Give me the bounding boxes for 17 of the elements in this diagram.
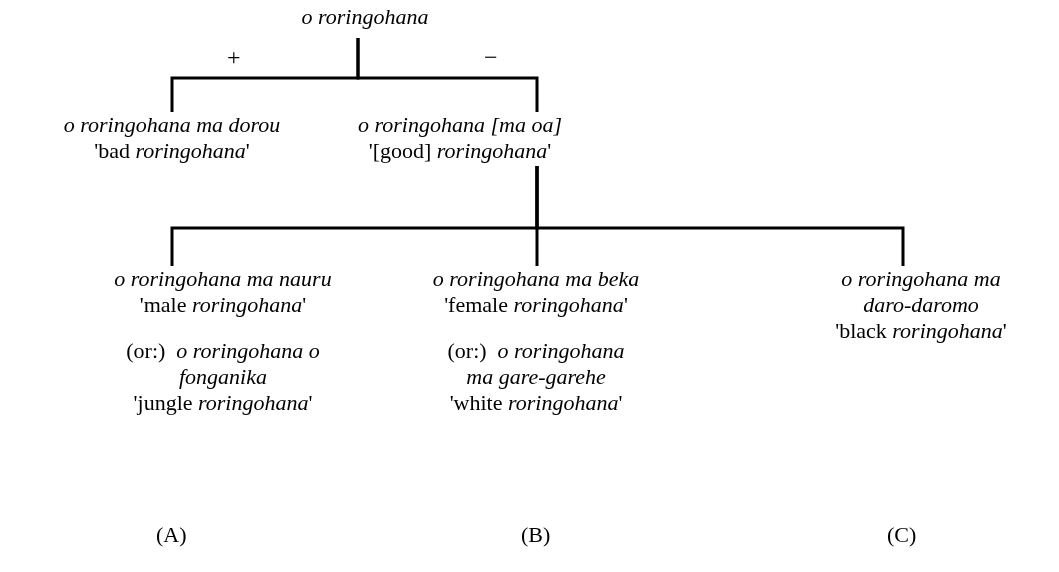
tree-text: 'white roringohana' [449, 390, 623, 416]
tree-connector [356, 38, 539, 112]
tree-text: 'female roringohana' [444, 292, 628, 318]
tree-text: '[good] roringohana' [368, 138, 552, 164]
tree-connector [535, 166, 905, 266]
tree-text: o roringohana ma dorou [63, 112, 281, 138]
column-label: (B) [521, 522, 551, 548]
tree-text: 'black roringohana' [835, 318, 1007, 344]
tree-text: 'bad roringohana' [94, 138, 250, 164]
tree-text: o roringohana ma nauru [114, 266, 332, 292]
tree-text: 'male roringohana' [139, 292, 307, 318]
column-label: (A) [156, 522, 187, 548]
tree-text: 'jungle roringohana' [133, 390, 313, 416]
tree-text: o roringohana ma beka [432, 266, 640, 292]
tree-text: o roringohana [301, 4, 429, 30]
column-label: (C) [887, 522, 917, 548]
tree-text: o roringohana [ma oa] [358, 112, 562, 138]
